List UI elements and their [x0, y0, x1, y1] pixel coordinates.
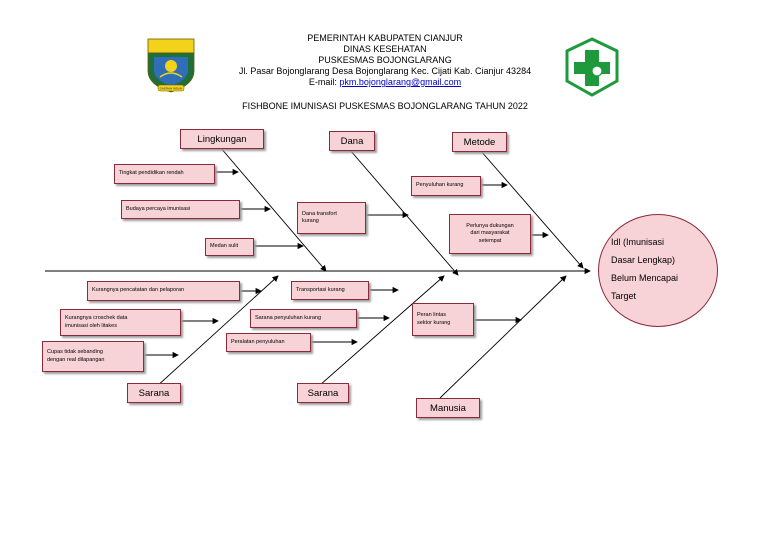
cause-budaya: Budaya percaya imunisasi [121, 200, 240, 219]
cause-crosscheck-line2: imunisasi oleh litakes [65, 322, 117, 329]
cause-lintas-line2: sektor kurang [417, 319, 451, 326]
category-metode: Metode [452, 132, 507, 152]
cause-medan: Medan sulit [205, 238, 254, 256]
header-line-2: DINAS KESEHATAN [343, 44, 427, 54]
effect-ellipse: Idl (Imunisasi Dasar Lengkap) Belum Menc… [598, 214, 718, 327]
cause-crosscheck-line1: Kurangnya croschek data [65, 315, 128, 321]
cause-pencatatan: Kurangnya pencatatan dan pelaporan [87, 281, 240, 301]
cause-cupas-line2: dengan real dilapangan [47, 356, 105, 363]
effect-line-2: Dasar Lengkap) [611, 255, 676, 265]
effect-line-4: Target [611, 291, 637, 301]
cause-dukungan: Perlunya dukungan dari masyarakat setemp… [449, 214, 531, 254]
header-email-line: E-mail: pkm.bojonglarang@gmail.com [200, 77, 570, 88]
header-address: Jl. Pasar Bojonglarang Desa Bojonglarang… [238, 66, 532, 76]
email-link[interactable]: pkm.bojonglarang@gmail.com [339, 77, 462, 87]
category-sarana-left: Sarana [127, 383, 181, 403]
cause-lintas-sektor: Peran lintas sektor kurang [412, 303, 474, 336]
cause-crosscheck: Kurangnya croschek data imunisasi oleh l… [60, 309, 181, 336]
cause-dukungan-line3: setempat [478, 237, 502, 244]
cause-dana-transport-line1: Dana transfort [302, 210, 337, 217]
cause-transportasi: Transportasi kurang [291, 281, 369, 300]
cause-dukungan-line1: Perlunya dukungan [466, 222, 514, 229]
cause-tingkat-pendidikan: Tingkat pendidikan rendah [114, 164, 215, 184]
cause-lintas-line1: Peran lintas [417, 312, 447, 318]
cause-dana-transport: Dana transfort kurang [297, 202, 366, 234]
category-manusia: Manusia [416, 398, 480, 418]
cianjur-emblem-logo: DAERAH INDAH [147, 38, 195, 93]
puskesmas-logo [565, 37, 619, 97]
header-line-3: PUSKESMAS BOJONGLARANG [318, 55, 452, 65]
category-sarana-mid: Sarana [297, 383, 349, 403]
effect-line-3: Belum Mencapai [611, 273, 679, 283]
category-dana: Dana [329, 131, 375, 151]
email-label: E-mail: [308, 77, 337, 87]
cause-sarana-penyuluhan: Sarana penyuluhan kurang [250, 309, 357, 328]
cause-cupas: Cupas tidak sebanding dengan real dilapa… [42, 341, 144, 372]
cause-cupas-line1: Cupas tidak sebanding [47, 349, 103, 355]
page-title: FISHBONE IMUNISASI PUSKESMAS BOJONGLARAN… [242, 101, 528, 111]
effect-line-1: Idl (Imunisasi [611, 237, 665, 247]
cause-penyuluhan: Penyuluhan kurang [411, 176, 481, 196]
header-block: PEMERINTAH KABUPATEN CIANJUR DINAS KESEH… [200, 33, 570, 88]
category-lingkungan: Lingkungan [180, 129, 264, 149]
emblem-ribbon-text: DAERAH INDAH [160, 87, 183, 91]
header-line-1: PEMERINTAH KABUPATEN CIANJUR [307, 33, 463, 43]
cause-dukungan-line2: dari masyarakat [470, 230, 510, 237]
cause-peralatan: Peralatan penyuluhan [226, 333, 311, 352]
cause-dana-transport-line2: kurang [302, 218, 319, 224]
